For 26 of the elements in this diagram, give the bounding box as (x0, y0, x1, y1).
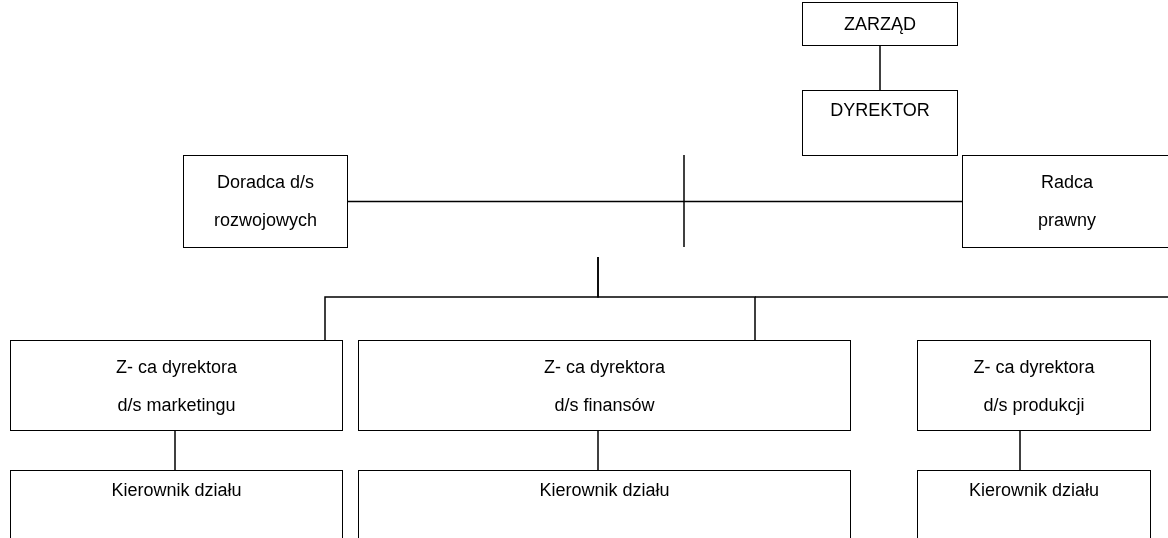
org-box (10, 470, 343, 538)
box-label: Radca prawny (1037, 171, 1097, 232)
org-box (358, 470, 851, 538)
org-box (10, 340, 343, 431)
connector-line (597, 430, 599, 471)
connector-line (879, 45, 881, 91)
box-label: Kierownik działu (967, 479, 1101, 502)
box-label: Z- ca dyrektora d/s marketingu (114, 356, 238, 417)
connector-line (597, 256, 756, 341)
box-label: ZARZĄD (843, 13, 917, 36)
org-box (183, 155, 348, 248)
org-box (802, 90, 958, 156)
org-box (917, 470, 1151, 538)
connector-line (347, 200, 963, 203)
box-label: Kierownik działu (110, 479, 243, 502)
org-box (962, 155, 1168, 248)
box-label: Z- ca dyrektora d/s finansów (542, 356, 666, 417)
connector-line (1019, 430, 1021, 471)
box-label: Kierownik działu (538, 479, 671, 502)
org-box (802, 2, 958, 46)
connector-line (174, 430, 176, 471)
org-box (917, 340, 1151, 431)
org-box (358, 340, 851, 431)
box-label: Z- ca dyrektora d/s produkcji (972, 356, 1096, 417)
box-label: Doradca d/s rozwojowych (212, 171, 318, 232)
box-label: DYREKTOR (829, 99, 931, 122)
